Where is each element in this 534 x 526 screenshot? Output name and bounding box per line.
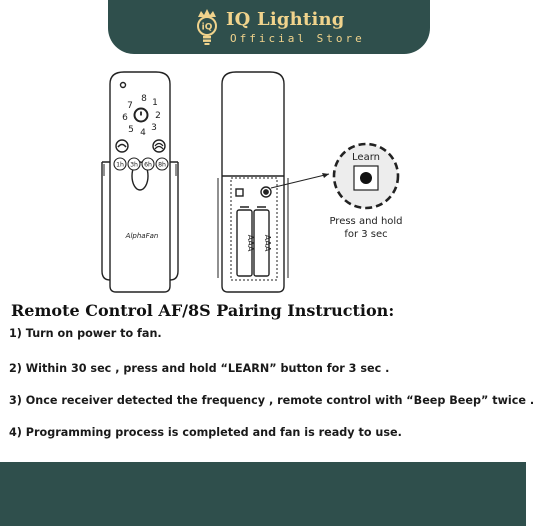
instruction-step: 2) Within 30 sec , press and hold “LEARN… [9,362,390,375]
instructions-title: Remote Control AF/8S Pairing Instruction… [11,301,395,320]
speed-number: 8 [141,94,147,104]
timer-button-label: 8h [158,162,166,169]
remote-back [217,71,289,293]
logo-badge-text: iQ [202,23,213,33]
instruction-step: 3) Once receiver detected the frequency … [9,394,534,407]
learn-button-icon [360,172,372,184]
speed-number: 6 [122,113,128,123]
callout-instruction-line2: for 3 sec [344,229,387,240]
speed-numbers: 8 1 7 2 6 3 5 4 [122,94,161,138]
timer-buttons: 1h 3h 6h 8h [116,162,166,169]
instruction-step: 1) Turn on power to fan. [9,327,162,340]
instruction-step: 4) Programming process is completed and … [9,426,402,439]
timer-button-label: 6h [144,162,152,169]
remote-front [101,71,179,293]
footer-bar [0,462,526,526]
battery-label: AAA [246,235,255,252]
callout-instruction-line1: Press and hold [329,216,402,227]
speed-number: 5 [128,125,134,135]
brand-subtitle: Official Store [230,32,365,45]
speed-number: 3 [151,123,157,133]
speed-number: 7 [127,101,133,111]
speed-number: 1 [152,98,158,108]
brand-name: IQ Lighting [226,9,345,30]
learn-label: Learn [352,152,380,163]
remote-brand-logo: AlphaFan [125,232,159,240]
header-banner: iQ IQ Lighting Official Store [108,0,430,54]
battery-label: AAA [263,235,272,252]
speed-number: 2 [155,111,161,121]
timer-button-label: 3h [130,162,138,169]
lightbulb-logo-icon: iQ [197,9,217,45]
remote-diagram: 8 1 7 2 6 3 5 4 1h 3h 6h 8h AlphaFan AAA… [101,71,403,293]
speed-number: 4 [140,128,146,138]
timer-button-label: 1h [116,162,124,169]
